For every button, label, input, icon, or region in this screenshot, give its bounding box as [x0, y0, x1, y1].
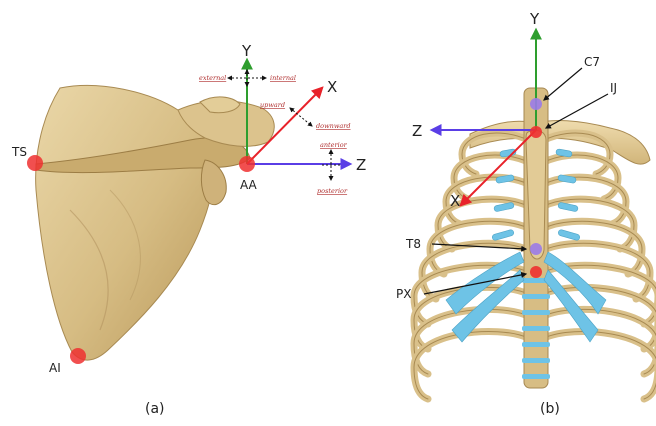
a-z-axis-label: Z [356, 156, 366, 174]
intervertebral-disc [522, 358, 550, 363]
intervertebral-disc [522, 374, 550, 379]
posterior-label: posterior [317, 187, 348, 195]
anterior-label: anterior [320, 141, 348, 149]
intervertebral-disc [522, 342, 550, 347]
rib [414, 331, 528, 399]
b-x-axis-label: X [450, 192, 460, 210]
landmark-px-marker [530, 266, 542, 278]
landmark-c7-pointer [544, 68, 582, 100]
landmark-ij-label: IJ [610, 81, 617, 95]
landmark-t8-label: T8 [405, 237, 421, 251]
landmark-aa-label: AA [240, 178, 258, 192]
landmark-px-label: PX [396, 287, 411, 301]
internal-label: internal [270, 74, 296, 82]
rib [544, 331, 656, 399]
a-x-axis-label: X [327, 78, 337, 96]
panel-a-caption: (a) [145, 401, 165, 417]
landmark-t8-marker [530, 243, 542, 255]
landmark-c7-marker [530, 98, 542, 110]
landmark-aa-marker [239, 156, 255, 172]
panel-b-caption: (b) [540, 401, 560, 417]
scapula-illustration [36, 85, 275, 360]
landmark-ai-label: AI [49, 361, 61, 375]
intervertebral-disc [522, 326, 550, 331]
b-y-axis-label: Y [529, 10, 540, 28]
external-label: external [199, 74, 226, 82]
intervertebral-disc [522, 294, 550, 299]
landmark-ts-marker [27, 155, 43, 171]
landmark-ts-label: TS [11, 145, 27, 159]
landmark-ai-marker [70, 348, 86, 364]
panel-a: Y Z X external internal upward downward … [11, 42, 366, 417]
landmark-ij-marker [530, 126, 542, 138]
a-y-axis-label: Y [241, 42, 252, 60]
b-z-axis-label: Z [412, 122, 422, 140]
downward-label: downward [316, 122, 351, 130]
landmark-c7-label: C7 [584, 55, 600, 69]
intervertebral-disc [522, 310, 550, 315]
panel-b: Y Z X C7 IJ T8 PX (b) [396, 10, 656, 417]
upward-label: upward [260, 101, 285, 109]
